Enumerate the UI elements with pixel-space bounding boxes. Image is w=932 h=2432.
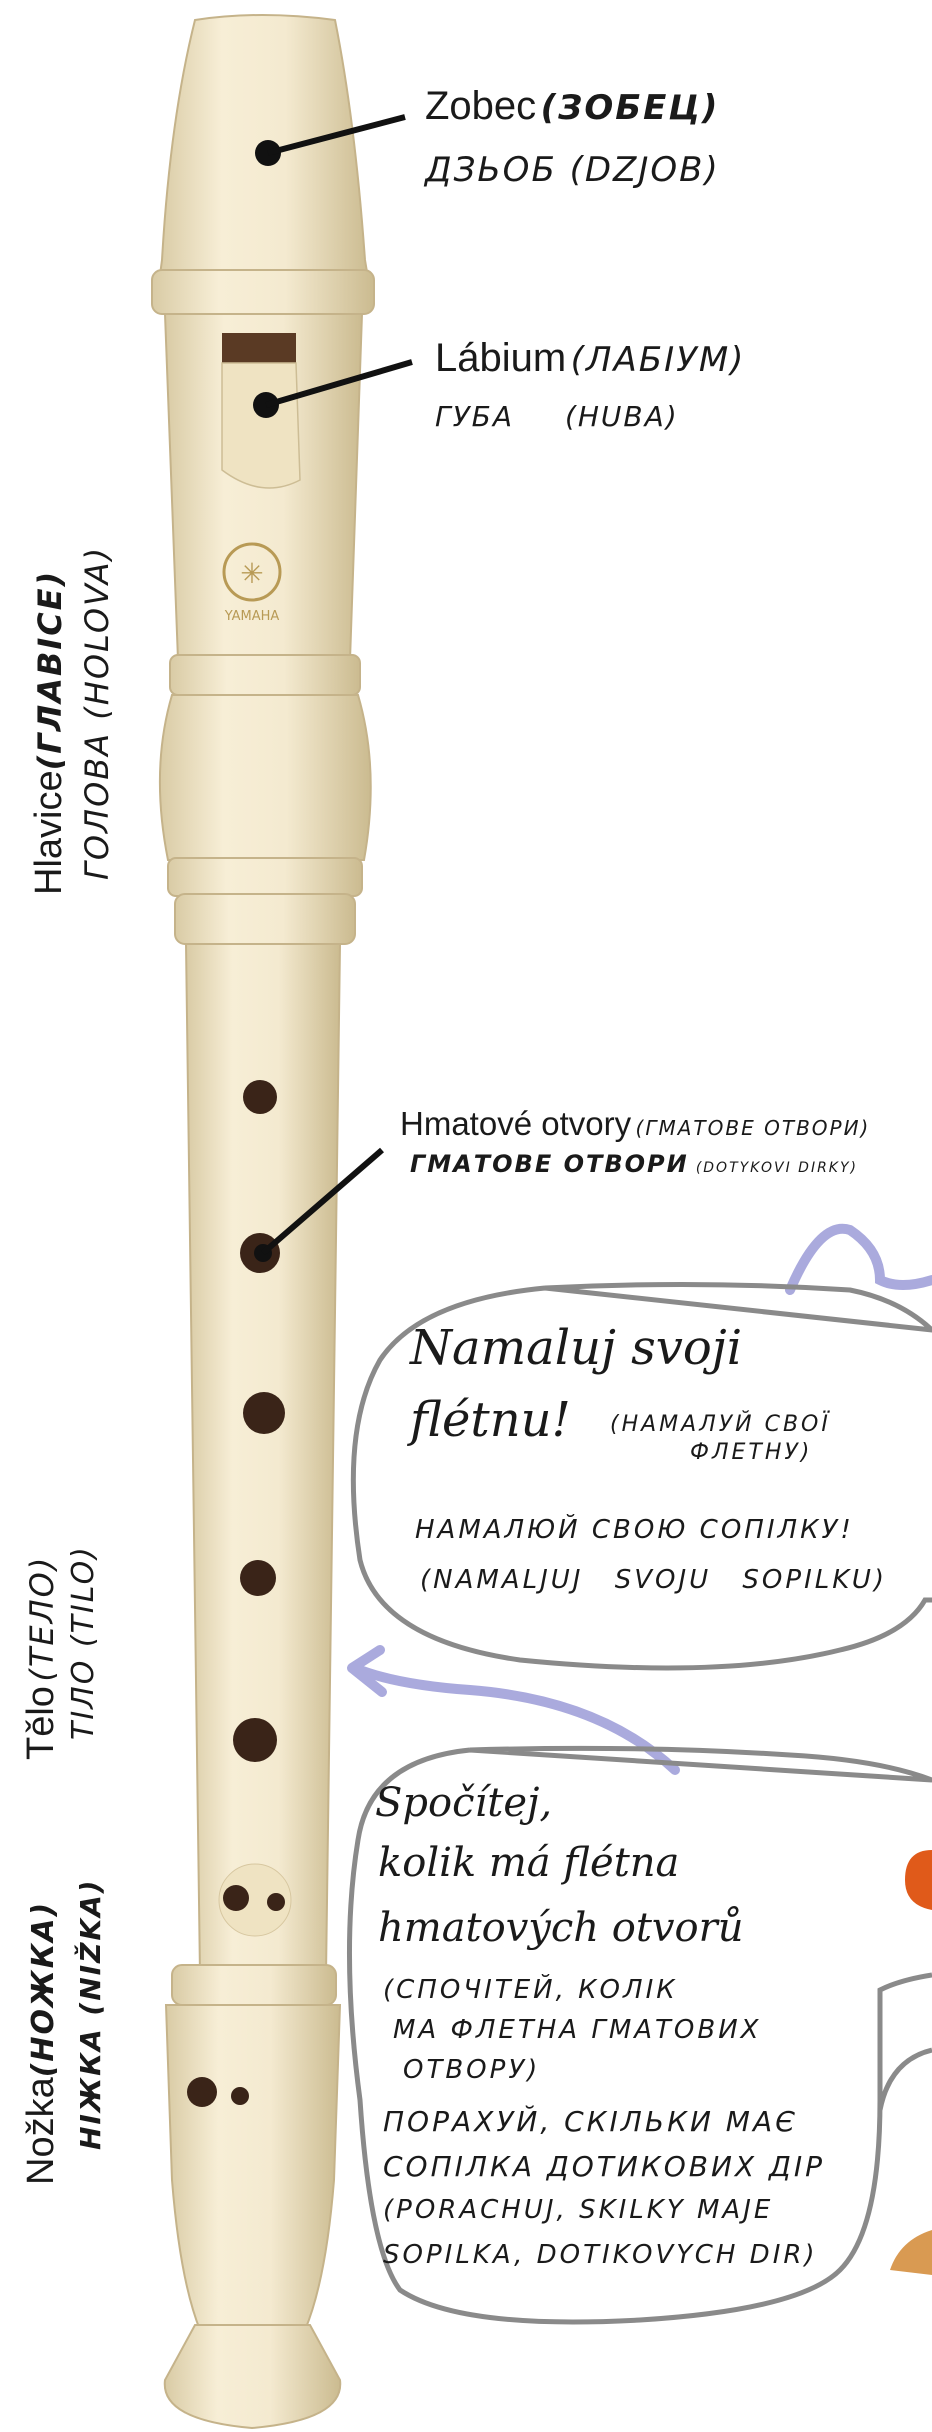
bubble2-ru1: (СПОЧІТЕЙ, КОЛІК bbox=[383, 1975, 678, 2005]
label-zobec-sub: ДЗЬОБ (DZJOB) bbox=[425, 150, 720, 190]
label-zobec-ru: (ЗОБЕЦ) bbox=[541, 88, 720, 128]
label-labium: Lábium (ЛАБІУМ) bbox=[435, 336, 745, 381]
side-label-hlavice-main: Hlavice bbox=[28, 770, 70, 895]
bubble1-ru2: ФЛЕТНУ) bbox=[690, 1440, 812, 1465]
side-label-telo-uk: ТІЛО bbox=[66, 1659, 101, 1740]
bubble1-ru1: (НАМАЛУЙ СВОЇ bbox=[610, 1412, 831, 1437]
bubble2-ru2: МА ФЛЕТНА ГМАТОВИХ bbox=[393, 2015, 761, 2045]
brand-text: YAMAHA bbox=[224, 609, 280, 624]
accent-tan bbox=[890, 2230, 932, 2275]
finger-hole bbox=[233, 1718, 277, 1762]
bubble2-line2: kolik má flétna bbox=[378, 1840, 679, 1886]
arrow-decoration bbox=[790, 1229, 932, 1290]
bubble2-tr1: (PORACHUJ, SKILKY MAJE bbox=[383, 2195, 773, 2225]
label-labium-main: Lábium bbox=[435, 336, 566, 380]
label-otvory: Hmatové otvory (ГМАТОВЕ ОТВОРИ) bbox=[400, 1105, 870, 1143]
label-otvory-translit: (DOTYKOVI DIRKY) bbox=[696, 1160, 858, 1176]
accent-curve bbox=[880, 2050, 932, 2110]
side-label-nozka-ru: (НОЖКА) bbox=[26, 1901, 61, 2078]
label-labium-sub: ГУБА (HUBA) bbox=[435, 400, 679, 433]
bubble2-line1: Spočítej, bbox=[375, 1780, 552, 1826]
bubble1-uk: НАМАЛЮЙ СВОЮ СОПІЛКУ! bbox=[415, 1515, 854, 1545]
bubble2-line3: hmatových otvorů bbox=[378, 1905, 744, 1951]
bubble1-translit: (NAMALJUJ SVOJU SOPILKU) bbox=[420, 1565, 887, 1595]
bubble1-line2: flétnu! bbox=[410, 1392, 571, 1448]
bubble2-tr2: SOPILKA, DOTIKOVYCH DIR) bbox=[383, 2240, 818, 2270]
recorder-ring bbox=[152, 270, 374, 314]
finger-hole bbox=[231, 2087, 249, 2105]
side-label-hlavice-ru: (ГЛАВІСЕ) bbox=[31, 570, 69, 771]
side-label-hlavice-uk: ГОЛОВА bbox=[78, 732, 116, 880]
recorder-foot bbox=[166, 2005, 340, 2330]
bubble2-ru3: ОТВОРУ) bbox=[403, 2055, 540, 2085]
recorder-bell bbox=[165, 2325, 341, 2428]
recorder-labium bbox=[222, 363, 300, 488]
recorder-ring bbox=[172, 1965, 336, 2005]
finger-hole bbox=[240, 1560, 276, 1596]
finger-hole bbox=[187, 2077, 217, 2107]
label-otvory-sub: ГМАТОВЕ ОТВОРИ (DOTYKOVI DIRKY) bbox=[410, 1150, 858, 1178]
label-zobec-uk: ДЗЬОБ bbox=[425, 150, 557, 190]
label-zobec: Zobec (ЗОБЕЦ) bbox=[425, 84, 719, 129]
recorder-ring bbox=[168, 858, 362, 896]
side-label-hlavice: Hlavice(ГЛАВІСЕ) bbox=[28, 570, 71, 895]
finger-hole bbox=[223, 1885, 249, 1911]
finger-hole bbox=[243, 1392, 285, 1434]
finger-hole bbox=[243, 1080, 277, 1114]
label-zobec-main: Zobec bbox=[425, 84, 536, 128]
side-label-telo-sub: ТІЛО (TILO) bbox=[66, 1545, 101, 1740]
side-label-telo: Tělo (ТЕЛО) bbox=[20, 1556, 63, 1760]
label-labium-uk: ГУБА bbox=[435, 400, 514, 433]
bubble2-uk2: СОПІЛКА ДОТИКОВИХ ДІР bbox=[383, 2150, 825, 2183]
bubble1-line1: Namaluj svoji bbox=[410, 1320, 742, 1376]
side-label-nozka-sub: НІЖКА (NIŽKA) bbox=[74, 1878, 107, 2150]
side-label-nozka-translit: (NIŽKA) bbox=[74, 1878, 107, 2015]
label-labium-translit: (HUBA) bbox=[565, 400, 679, 433]
label-otvory-main: Hmatové otvory bbox=[400, 1105, 631, 1142]
label-zobec-translit: (DZJOB) bbox=[570, 150, 720, 190]
side-label-hlavice-translit: (HOLOVA) bbox=[78, 546, 116, 720]
side-label-nozka-main: Nožka bbox=[20, 2077, 62, 2185]
side-label-nozka-uk: НІЖКА bbox=[74, 2027, 107, 2150]
yamaha-logo-star: ✳ bbox=[240, 557, 263, 590]
bubble2-uk1: ПОРАХУЙ, СКІЛЬКИ МАЄ bbox=[383, 2105, 798, 2138]
accent-orange bbox=[905, 1850, 932, 1910]
recorder-ring bbox=[170, 655, 360, 695]
recorder-head-joint bbox=[160, 695, 371, 860]
side-label-hlavice-sub: ГОЛОВА (HOLOVA) bbox=[78, 546, 116, 880]
recorder-ring bbox=[175, 894, 355, 944]
label-otvory-uk: ГМАТОВЕ ОТВОРИ bbox=[410, 1150, 689, 1178]
label-labium-ru: (ЛАБІУМ) bbox=[571, 340, 746, 380]
recorder-window bbox=[222, 333, 296, 363]
side-label-telo-main: Tělo bbox=[20, 1686, 62, 1760]
label-otvory-ru: (ГМАТОВЕ ОТВОРИ) bbox=[636, 1116, 871, 1140]
side-label-nozka: Nožka(НОЖКА) bbox=[20, 1901, 63, 2185]
side-label-telo-translit: (TILO) bbox=[66, 1545, 101, 1647]
side-label-telo-ru: (ТЕЛО) bbox=[23, 1556, 61, 1682]
finger-hole bbox=[267, 1893, 285, 1911]
